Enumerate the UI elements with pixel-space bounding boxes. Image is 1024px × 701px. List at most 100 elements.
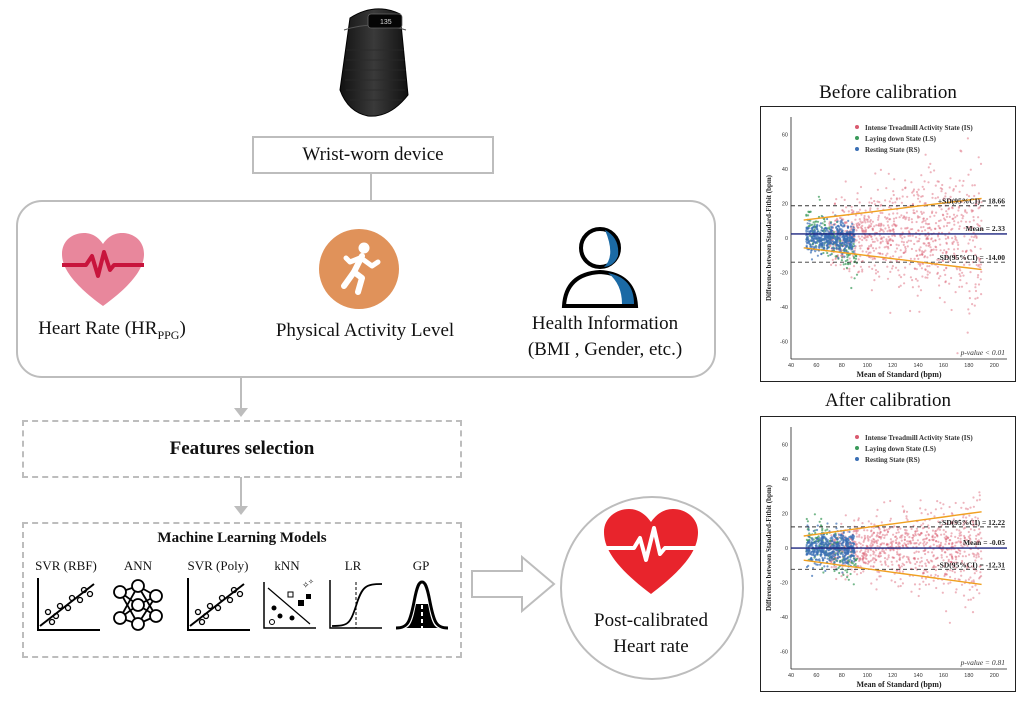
scatter-point-is [924, 548, 927, 551]
scatter-point-is [900, 534, 903, 537]
scatter-point-is [917, 550, 920, 553]
scatter-point-is [874, 269, 878, 272]
scatter-point-is [943, 551, 946, 554]
scatter-point-is [972, 521, 975, 524]
scatter-point-is [958, 227, 961, 230]
scatter-point-is [892, 228, 895, 231]
scatter-point-rs [811, 545, 814, 548]
scatter-point-rs [843, 250, 846, 253]
scatter-point-is [943, 217, 946, 220]
scatter-point-is [840, 217, 843, 220]
scatter-point-is [959, 537, 962, 540]
scatter-point-is [925, 244, 928, 247]
scatter-point-rs [813, 229, 816, 232]
scatter-point-is [955, 528, 958, 531]
scatter-point-is [874, 203, 877, 206]
scatter-point-is [909, 542, 912, 545]
scatter-point-is [957, 549, 960, 552]
scatter-point-is [916, 294, 919, 297]
scatter-point-is [866, 535, 869, 538]
scatter-point-is [960, 574, 963, 577]
scatter-point-is [886, 277, 890, 280]
scatter-point-is [920, 195, 923, 198]
scatter-point-is [878, 575, 881, 578]
scatter-point-is [976, 223, 979, 226]
scatter-point-rs [841, 222, 845, 225]
scatter-point-is [834, 565, 838, 568]
scatter-point-is [905, 216, 908, 219]
scatter-point-is [843, 221, 846, 224]
scatter-point-is [843, 210, 846, 213]
scatter-point-is [890, 542, 894, 545]
scatter-point-is [977, 201, 980, 204]
scatter-point-is [879, 537, 882, 540]
scatter-point-is [943, 574, 946, 578]
scatter-point-is [963, 534, 966, 538]
scatter-point-rs [852, 234, 855, 237]
scatter-point-is [870, 542, 873, 545]
scatter-point-is [913, 557, 916, 560]
scatter-point-rs [848, 242, 852, 246]
scatter-point-is [966, 137, 969, 140]
scatter-point-is [968, 290, 971, 293]
scatter-point-is [845, 206, 848, 209]
scatter-point-is [966, 331, 969, 334]
scatter-point-is [950, 543, 954, 546]
y-tick-label: 0 [785, 546, 788, 552]
scatter-point-rs [811, 230, 815, 233]
scatter-point-is [964, 539, 967, 542]
scatter-point-is [879, 168, 882, 171]
scatter-point-is [912, 534, 915, 538]
scatter-point-is [927, 181, 930, 184]
scatter-point-is [892, 193, 895, 197]
scatter-point-is [858, 541, 861, 544]
scatter-point-is [939, 243, 942, 246]
scatter-point-is [889, 311, 892, 314]
scatter-point-rs [849, 541, 852, 544]
scatter-point-is [833, 565, 836, 568]
scatter-point-is [969, 598, 972, 601]
scatter-point-is [919, 263, 922, 266]
scatter-point-is [901, 562, 904, 565]
scatter-point-is [879, 242, 882, 245]
scatter-point-is [926, 513, 929, 516]
scatter-point-is [899, 249, 902, 252]
scatter-point-rs [807, 545, 810, 548]
scatter-point-is [948, 505, 951, 509]
scatter-point-is [888, 229, 891, 232]
scatter-point-rs [811, 538, 814, 541]
scatter-point-is [875, 540, 878, 543]
scatter-point-is [898, 558, 901, 561]
scatter-point-is [909, 228, 912, 231]
scatter-point-rs [851, 222, 854, 225]
scatter-point-rs [833, 533, 836, 536]
scatter-point-rs [815, 563, 818, 566]
scatter-point-is [945, 255, 948, 259]
scatter-point-is [876, 188, 879, 191]
scatter-point-is [894, 581, 897, 584]
scatter-point-is [925, 537, 928, 540]
scatter-point-is [923, 549, 926, 552]
scatter-point-is [889, 243, 892, 247]
scatter-point-is [869, 225, 872, 228]
scatter-point-is [895, 216, 898, 219]
scatter-point-is [892, 228, 895, 231]
scatter-point-is [931, 566, 934, 569]
scatter-point-is [895, 198, 898, 201]
scatter-point-is [882, 230, 885, 233]
scatter-point-is [840, 254, 843, 257]
scatter-point-is [904, 531, 907, 534]
scatter-point-is [897, 545, 900, 548]
scatter-point-is [899, 584, 902, 588]
scatter-point-is [889, 239, 892, 242]
scatter-point-rs [832, 223, 836, 226]
scatter-point-is [855, 535, 859, 538]
scatter-point-is [960, 285, 964, 288]
scatter-point-is [913, 557, 916, 560]
scatter-point-is [871, 229, 874, 232]
scatter-point-is [866, 536, 869, 539]
scatter-point-is [879, 543, 882, 546]
scatter-point-ls [821, 527, 824, 530]
scatter-point-is [879, 224, 882, 227]
scatter-point-is [856, 565, 859, 568]
